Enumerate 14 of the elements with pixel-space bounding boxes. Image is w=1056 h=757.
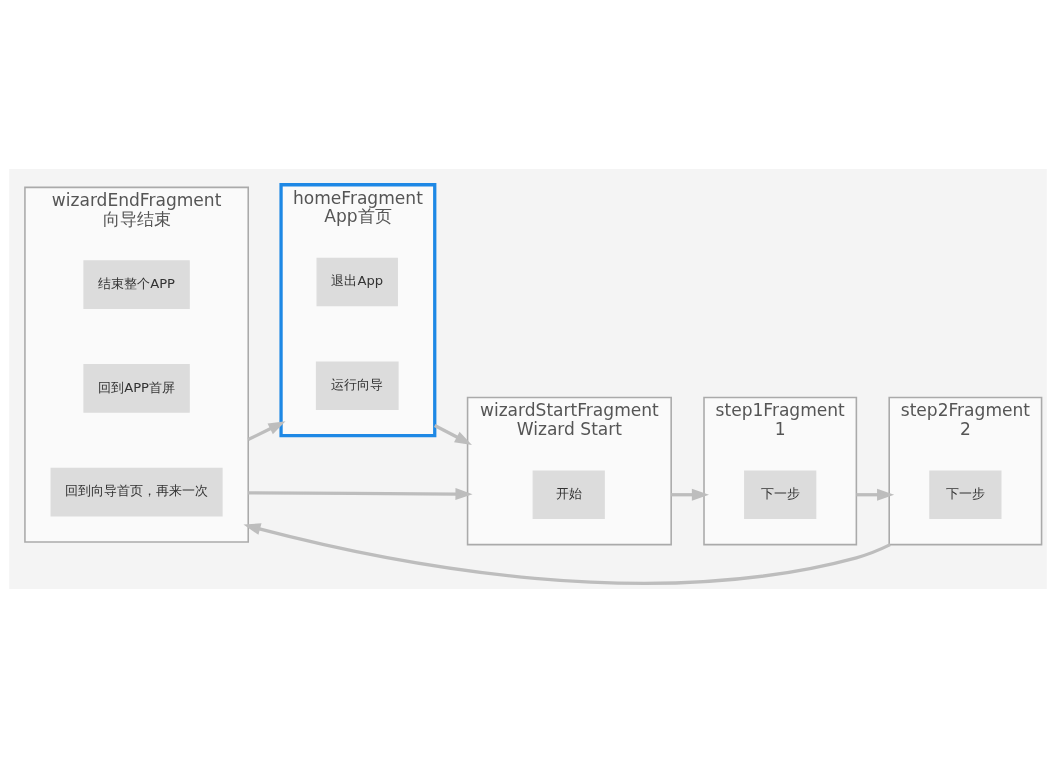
node-box: 回到APP首屏	[83, 363, 190, 413]
arrow	[247, 420, 286, 441]
node-box: 回到向导首页，再来一次	[50, 467, 223, 516]
node-box: 下一步	[929, 469, 1002, 519]
node-box: 退出App	[316, 257, 398, 306]
arrow	[856, 488, 895, 501]
node-box: 下一步	[744, 469, 817, 519]
arrow	[243, 522, 891, 585]
arrow	[248, 487, 473, 500]
arrow	[433, 423, 472, 445]
arrow	[671, 488, 709, 501]
node-box: 结束整个APP	[83, 259, 190, 309]
node-box: 运行向导	[315, 360, 399, 410]
node-box: 开始	[532, 469, 605, 519]
